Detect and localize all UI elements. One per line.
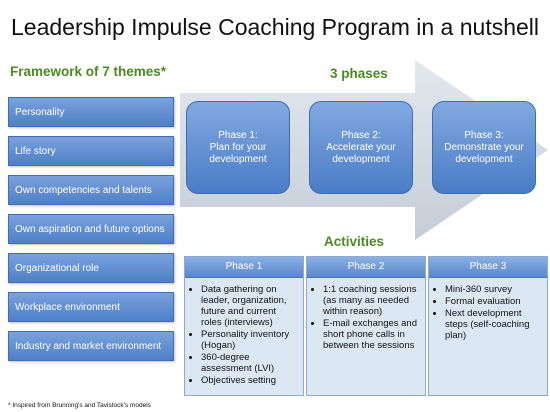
theme-industry-market: Industry and market environment (8, 331, 174, 361)
activity-item: E-mail exchanges and short phone calls i… (323, 318, 421, 351)
activities-phase-2-header: Phase 2 (307, 257, 425, 278)
footnote: * Inspired from Brunning's and Tavistock… (8, 402, 151, 409)
page-title: Leadership Impulse Coaching Program in a… (10, 14, 540, 40)
activity-item: 360-degree assessment (LVI) (201, 352, 299, 374)
phase-2-line3: development (332, 153, 390, 165)
theme-organizational-role: Organizational role (8, 253, 174, 283)
activity-item: 1:1 coaching sessions (as many as needed… (323, 284, 421, 317)
activity-item: Personality inventory (Hogan) (201, 329, 299, 351)
activity-item: Data gathering on leader, organization, … (201, 284, 299, 328)
activities-phase-3: Phase 3 Mini-360 survey Formal evaluatio… (428, 256, 548, 396)
framework-heading: Framework of 7 themes* (10, 64, 167, 79)
theme-aspiration: Own aspiration and future options (8, 214, 174, 244)
theme-workplace-environment: Workplace environment (8, 292, 174, 322)
theme-competencies: Own competencies and talents (8, 175, 174, 205)
activities-heading: Activities (324, 234, 385, 249)
phase-2-line1: Phase 2: (341, 129, 381, 141)
activity-item: Formal evaluation (445, 296, 543, 307)
phase-3-line3: development (455, 153, 513, 165)
phase-1-box: Phase 1: Plan for your development (186, 101, 290, 194)
phase-3-line2: Demonstrate your (444, 141, 524, 153)
phase-1-line3: development (209, 153, 267, 165)
phase-1-line1: Phase 1: (218, 129, 258, 141)
phase-1-line2: Plan for your (209, 141, 267, 153)
activity-item: Mini-360 survey (445, 284, 543, 295)
activities-phase-2: Phase 2 1:1 coaching sessions (as many a… (306, 256, 426, 396)
activities-phase-3-header: Phase 3 (429, 257, 547, 278)
phase-3-box: Phase 3: Demonstrate your development (432, 101, 536, 194)
phase-3-line1: Phase 3: (464, 129, 504, 141)
theme-personality: Personality (8, 97, 174, 127)
activity-item: Next development steps (self-coaching pl… (445, 308, 543, 341)
phase-2-line2: Accelerate your (326, 141, 396, 153)
activities-phase-1-header: Phase 1 (185, 257, 303, 278)
phase-2-box: Phase 2: Accelerate your development (309, 101, 413, 194)
activity-item: Objectives setting (201, 375, 299, 386)
theme-life-story: Life story (8, 136, 174, 166)
activities-phase-1: Phase 1 Data gathering on leader, organi… (184, 256, 304, 396)
phases-heading: 3 phases (330, 66, 388, 81)
